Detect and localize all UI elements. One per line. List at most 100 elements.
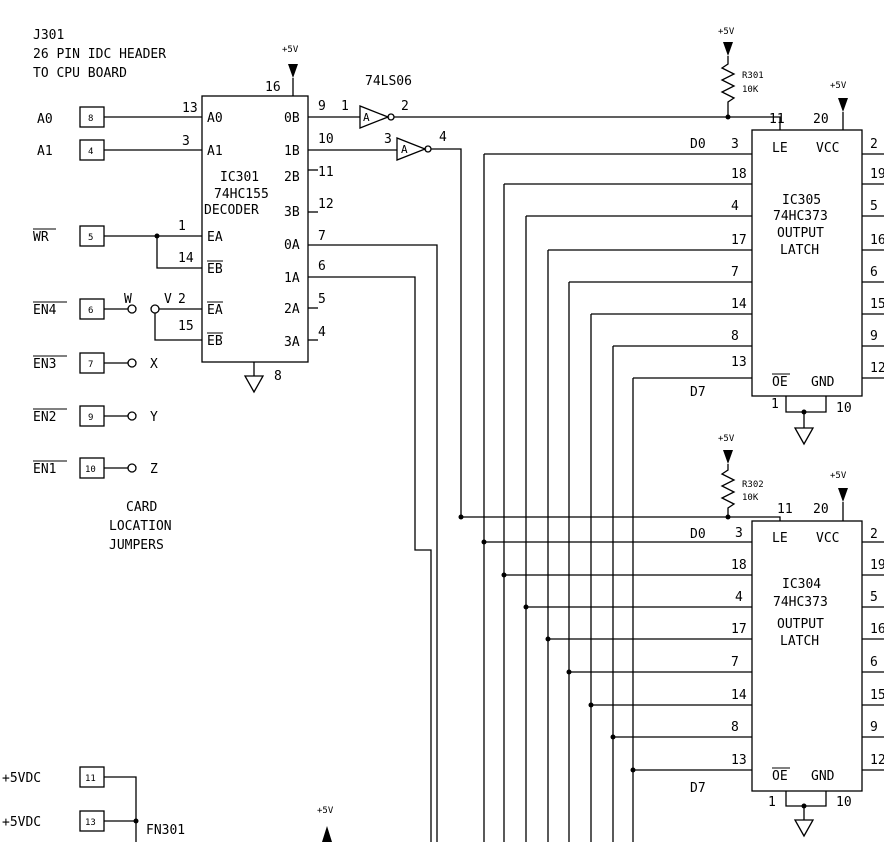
svg-text:EN3: EN3 bbox=[33, 357, 56, 372]
svg-text:+5V: +5V bbox=[718, 434, 735, 444]
svg-text:9: 9 bbox=[88, 413, 93, 423]
svg-text:+5VDC: +5VDC bbox=[2, 815, 41, 830]
svg-text:12: 12 bbox=[870, 753, 884, 768]
svg-text:+5V: +5V bbox=[282, 45, 299, 55]
svg-text:1: 1 bbox=[771, 397, 779, 412]
svg-text:15: 15 bbox=[178, 319, 194, 334]
latch-ic304: +5V R302 10K 11 20 +5V LE VCC IC304 74HC… bbox=[690, 434, 884, 838]
svg-text:20: 20 bbox=[813, 502, 829, 517]
svg-text:16: 16 bbox=[870, 233, 884, 248]
svg-text:1: 1 bbox=[768, 795, 776, 810]
svg-text:3: 3 bbox=[384, 132, 392, 147]
svg-text:R301: R301 bbox=[742, 71, 764, 81]
svg-text:19: 19 bbox=[870, 558, 884, 573]
svg-text:11: 11 bbox=[85, 774, 96, 784]
svg-text:EB: EB bbox=[207, 334, 223, 349]
svg-text:5: 5 bbox=[318, 292, 326, 307]
svg-text:10K: 10K bbox=[742, 85, 759, 95]
header-pin-en2: EN2 9 bbox=[33, 405, 105, 427]
svg-text:9: 9 bbox=[870, 720, 878, 735]
svg-text:VCC: VCC bbox=[816, 531, 839, 546]
svg-text:EN2: EN2 bbox=[33, 410, 56, 425]
latch-ic305: +5V R301 10K 11 20 +5V LE VCC IC305 74HC… bbox=[690, 27, 884, 446]
svg-text:IC301: IC301 bbox=[220, 170, 259, 185]
svg-text:A0: A0 bbox=[207, 111, 223, 126]
jumper-caption-2: LOCATION bbox=[109, 519, 172, 534]
svg-text:13: 13 bbox=[731, 753, 747, 768]
jumper-x-label: X bbox=[150, 357, 158, 372]
svg-text:D0: D0 bbox=[690, 527, 706, 542]
svg-text:LATCH: LATCH bbox=[780, 243, 819, 258]
svg-text:3B: 3B bbox=[284, 205, 300, 220]
svg-text:5: 5 bbox=[870, 590, 878, 605]
svg-text:3A: 3A bbox=[284, 335, 300, 350]
svg-text:10K: 10K bbox=[742, 493, 759, 503]
decoder-output-wires bbox=[308, 244, 438, 842]
svg-text:EA: EA bbox=[207, 230, 223, 245]
svg-text:VCC: VCC bbox=[816, 141, 839, 156]
header-desc-1: 26 PIN IDC HEADER bbox=[33, 47, 166, 62]
svg-text:OE: OE bbox=[772, 769, 788, 784]
header-pin-a1: A1 4 bbox=[37, 139, 105, 161]
svg-text:OUTPUT: OUTPUT bbox=[777, 226, 824, 241]
jumper-wiring bbox=[104, 304, 202, 473]
svg-text:A0: A0 bbox=[37, 112, 53, 127]
svg-text:17: 17 bbox=[731, 233, 747, 248]
svg-text:12: 12 bbox=[870, 361, 884, 376]
svg-text:11: 11 bbox=[769, 112, 785, 127]
svg-text:11: 11 bbox=[777, 502, 793, 517]
svg-text:LATCH: LATCH bbox=[780, 634, 819, 649]
svg-text:20: 20 bbox=[813, 112, 829, 127]
svg-text:18: 18 bbox=[731, 167, 747, 182]
data-bus bbox=[458, 153, 752, 842]
svg-text:16: 16 bbox=[870, 622, 884, 637]
jumper-v-label: V bbox=[164, 292, 172, 307]
svg-text:OUTPUT: OUTPUT bbox=[777, 617, 824, 632]
power-connector: +5VDC 11 +5VDC 13 FN301 +5V bbox=[2, 766, 334, 842]
svg-text:GND: GND bbox=[811, 375, 835, 390]
svg-text:12: 12 bbox=[318, 197, 334, 212]
svg-text:EN4: EN4 bbox=[33, 303, 57, 318]
svg-text:LE: LE bbox=[772, 531, 788, 546]
svg-text:D7: D7 bbox=[690, 385, 706, 400]
svg-text:6: 6 bbox=[88, 306, 93, 316]
svg-text:6: 6 bbox=[870, 265, 878, 280]
header-pin-a0: A0 8 bbox=[37, 106, 105, 128]
svg-text:3: 3 bbox=[735, 526, 743, 541]
svg-text:7: 7 bbox=[731, 265, 739, 280]
svg-text:13: 13 bbox=[731, 355, 747, 370]
svg-text:IC305: IC305 bbox=[782, 193, 821, 208]
svg-text:0B: 0B bbox=[284, 111, 300, 126]
svg-text:IC304: IC304 bbox=[782, 577, 821, 592]
svg-text:1B: 1B bbox=[284, 144, 300, 159]
svg-text:74LS06: 74LS06 bbox=[365, 74, 412, 89]
svg-text:6: 6 bbox=[870, 655, 878, 670]
svg-text:EB: EB bbox=[207, 262, 223, 277]
address-wires bbox=[104, 116, 202, 269]
svg-text:LE: LE bbox=[772, 141, 788, 156]
svg-text:+5V: +5V bbox=[830, 81, 847, 91]
header-pin-en1: EN1 10 bbox=[33, 457, 105, 479]
svg-text:1A: 1A bbox=[284, 271, 300, 286]
jumper-caption-1: CARD bbox=[126, 500, 157, 515]
svg-text:5: 5 bbox=[870, 199, 878, 214]
jumper-y-label: Y bbox=[150, 410, 158, 425]
svg-text:10: 10 bbox=[836, 795, 852, 810]
svg-text:8: 8 bbox=[88, 114, 93, 124]
svg-text:FN301: FN301 bbox=[146, 823, 185, 838]
svg-text:15: 15 bbox=[870, 297, 884, 312]
svg-text:10: 10 bbox=[836, 401, 852, 416]
svg-text:+5V: +5V bbox=[830, 471, 847, 481]
svg-text:19: 19 bbox=[870, 167, 884, 182]
svg-text:4: 4 bbox=[735, 590, 743, 605]
svg-text:17: 17 bbox=[731, 622, 747, 637]
jumper-w-label: W bbox=[124, 292, 132, 307]
svg-text:4: 4 bbox=[439, 130, 447, 145]
svg-text:15: 15 bbox=[870, 688, 884, 703]
svg-text:14: 14 bbox=[178, 251, 194, 266]
svg-text:74HC373: 74HC373 bbox=[773, 209, 828, 224]
svg-text:7: 7 bbox=[88, 360, 93, 370]
svg-text:9: 9 bbox=[318, 99, 326, 114]
svg-text:+5VDC: +5VDC bbox=[2, 771, 41, 786]
header-ref: J301 bbox=[33, 28, 64, 43]
